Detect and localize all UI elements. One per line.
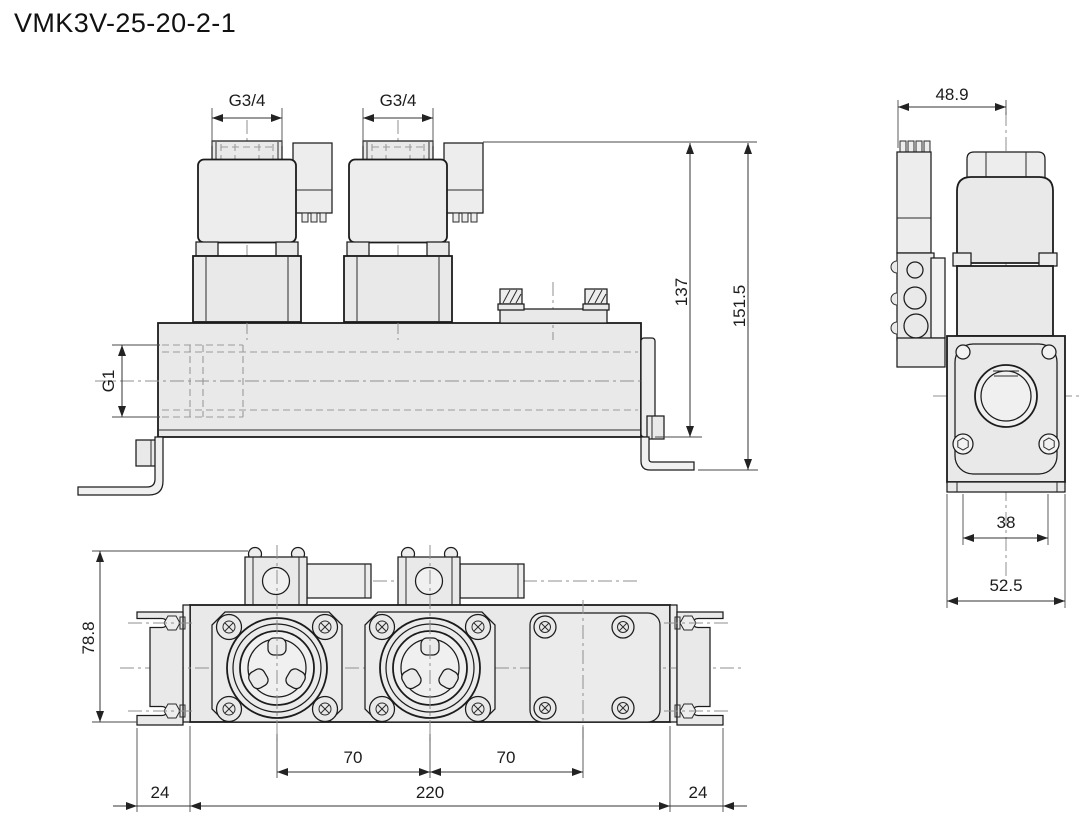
front-height-dims: 137 151.5 [483,141,758,471]
solenoid-valve-2: G3/4 [343,91,484,340]
right-bracket-top [664,611,732,726]
left-bracket-top [128,611,196,726]
station-flange-2 [364,611,496,723]
dim-label-g1: G1 [99,370,118,393]
right-bracket-front [640,337,695,471]
dim-label-78-8: 78.8 [79,621,98,654]
top-dims: 78.8 70 70 24 220 24 [79,550,747,812]
side-end-flange [946,335,1066,493]
valve-bonnet-1 [192,255,302,323]
dim-label-52-5: 52.5 [989,576,1022,595]
side-coil [890,140,946,368]
top-coil-2 [397,546,525,606]
dim-label-port-g34-1: G3/4 [229,91,266,110]
dim-label-220: 220 [416,783,444,802]
valve-bonnet-2 [343,255,453,323]
manifold-body [95,322,652,438]
cover-screw-2 [582,288,610,311]
blanking-plate-front [497,282,610,340]
thread-collar-1 [211,140,283,161]
dim-label-137: 137 [672,278,691,306]
dim-label-70-2: 70 [497,748,516,767]
dim-label-24-right: 24 [689,783,708,802]
coil-body-1 [197,158,297,244]
dim-label-24-left: 24 [151,783,170,802]
inlet-port-dim: G1 [99,344,160,418]
thread-collar-2 [362,140,434,161]
dim-label-48-9: 48.9 [935,85,968,104]
front-view: G3/4 G3/4 [77,91,758,496]
side-view: 48.9 38 52.5 [890,85,1079,608]
din-connector-1 [292,142,333,214]
solenoid-valve-1: G3/4 [192,91,333,340]
dim-label-38: 38 [997,513,1016,532]
blanking-plate-top [529,612,661,723]
cover-screw-1 [497,288,525,311]
left-bracket-front [77,436,164,496]
drawing-title: VMK3V-25-20-2-1 [14,8,237,38]
top-view: 78.8 70 70 24 220 24 [79,545,747,812]
top-coil-1 [244,546,372,606]
side-dims: 48.9 38 52.5 [897,85,1066,608]
dim-label-151-5: 151.5 [730,285,749,328]
side-valve-bonnet [952,151,1058,337]
dim-label-70-1: 70 [344,748,363,767]
dim-label-port-g34-2: G3/4 [380,91,417,110]
station-flange-1 [211,611,343,723]
din-connector-2 [443,142,484,214]
coil-body-2 [348,158,448,244]
